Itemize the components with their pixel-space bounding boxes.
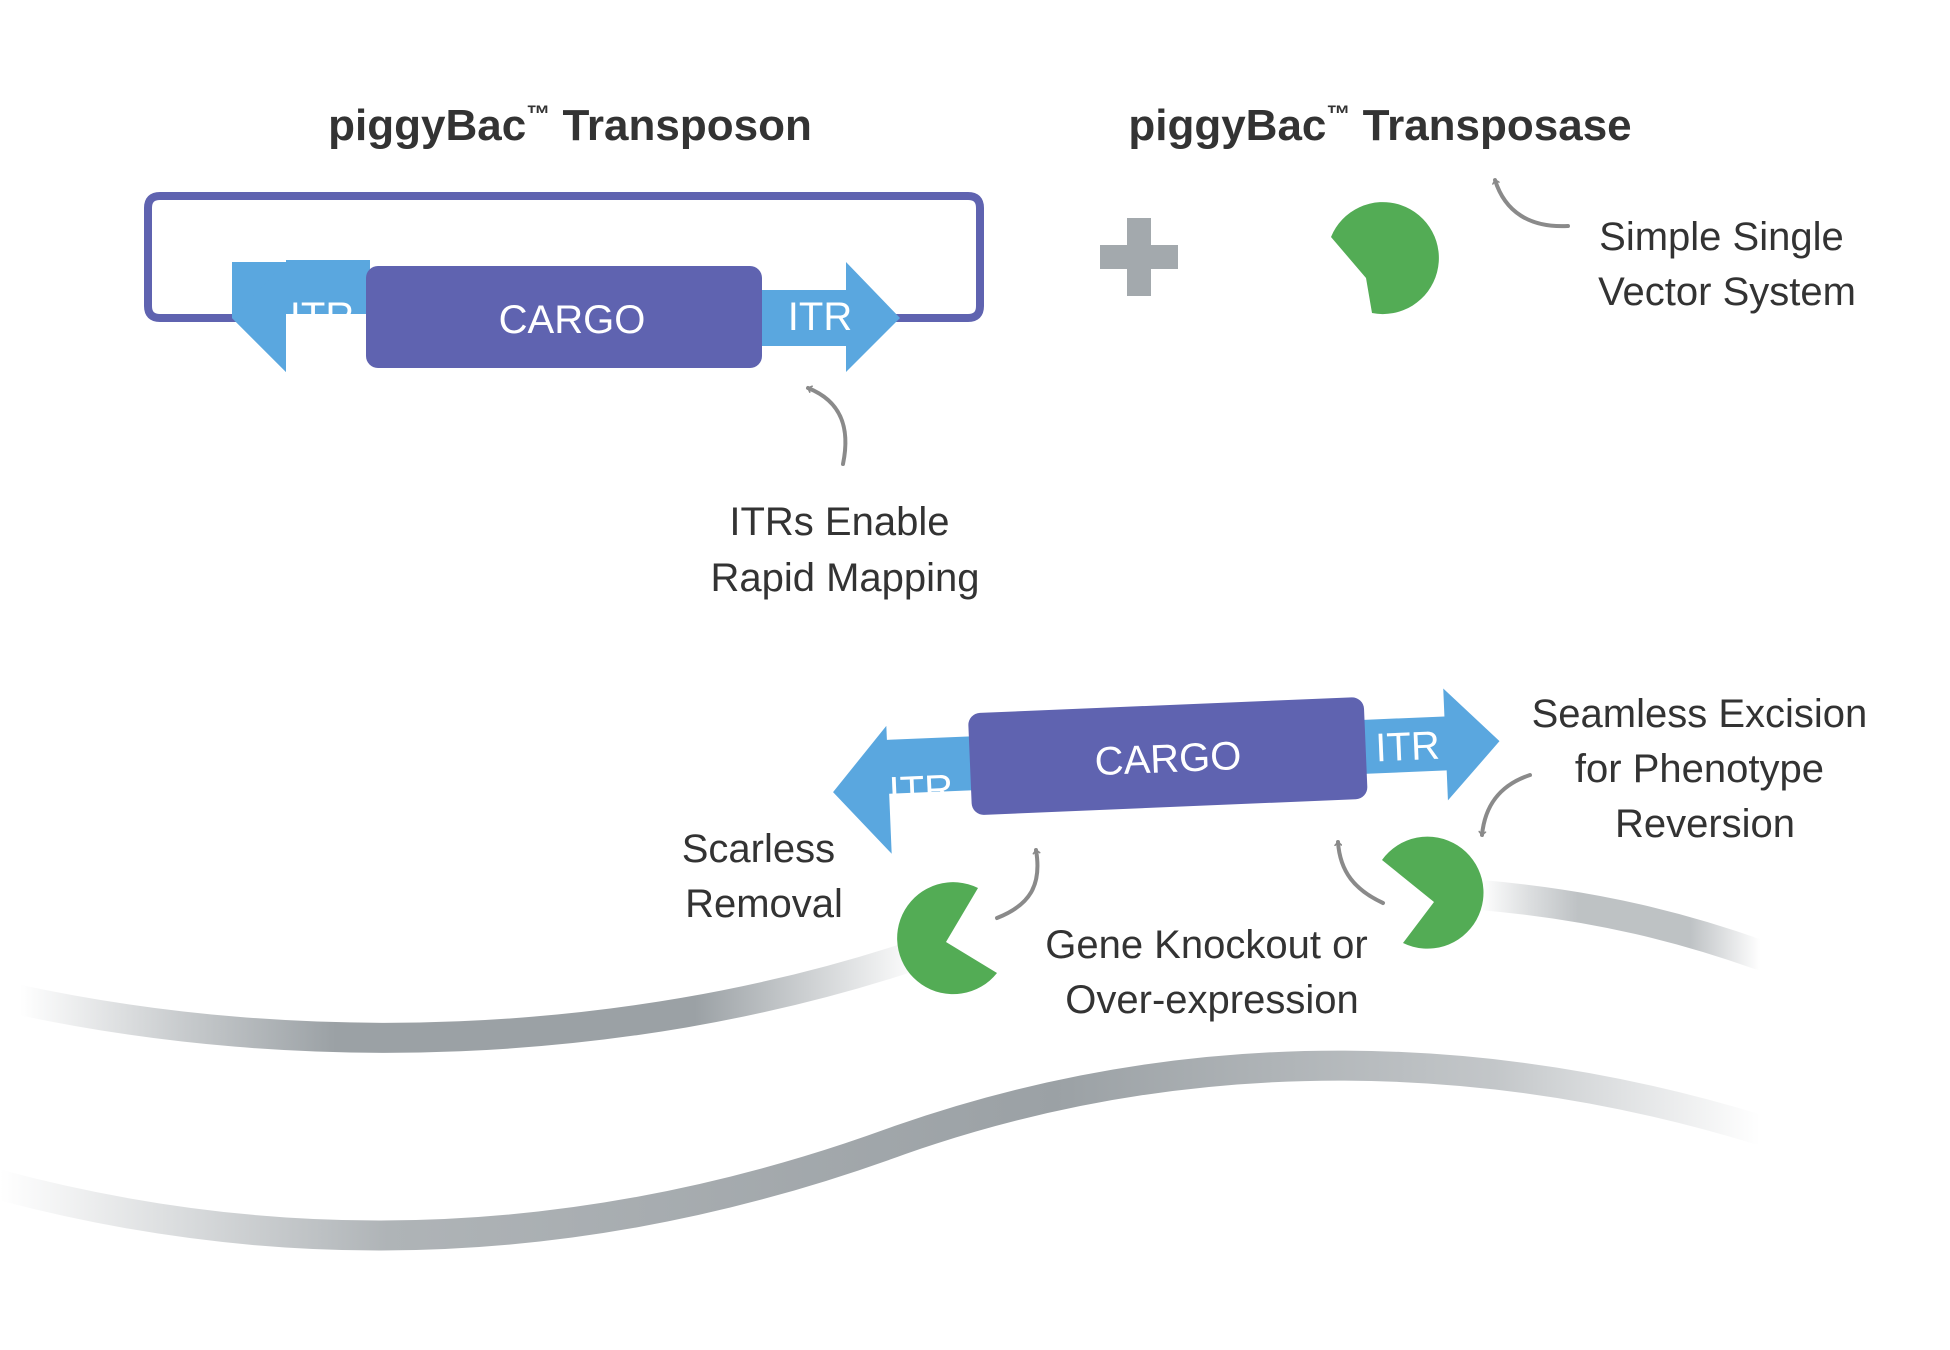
- itr-lower-left-label: ITR: [888, 767, 954, 814]
- pointer-scarless: [995, 848, 1041, 920]
- pointer-simple-single: [1492, 178, 1570, 229]
- plasmid-loop: [144, 192, 984, 322]
- cargo-box-lower: [968, 697, 1368, 815]
- transposase-title: piggyBac™ Transposase: [1128, 101, 1631, 150]
- transposase-right-icon: [1382, 836, 1484, 949]
- dna-strand-lower: [0, 1050, 1775, 1251]
- cargo-box: [366, 266, 762, 368]
- itr-arrow-right: ITR: [760, 262, 900, 372]
- itr-lower-right-label: ITR: [1375, 724, 1441, 771]
- dna-strand-upper-right: [1465, 880, 1775, 970]
- pointer-itrs-enable: [806, 385, 848, 466]
- itr-arrow-left: ITR: [232, 260, 370, 372]
- annotation-seamless: Seamless Excision for Phenotype Reversio…: [1532, 692, 1879, 846]
- transposase-icon: [1331, 202, 1439, 315]
- transposon-plasmid: ITR ITR CARGO: [144, 192, 984, 372]
- transposase-left-icon: [897, 882, 997, 995]
- itr-left-label: ITR: [290, 295, 354, 339]
- annotation-gene-knockout: Gene Knockout or Over-expression: [1045, 923, 1379, 1022]
- integrated-transposon: ITR ITR CARGO: [833, 688, 1500, 854]
- dna-double-strand: [0, 880, 1775, 1251]
- itr-arrow-lower-right: ITR: [1358, 688, 1500, 801]
- pointer-seamless: [1478, 773, 1532, 837]
- plus-icon: [1100, 218, 1178, 296]
- annotation-scarless: Scarless Removal: [682, 827, 847, 926]
- cargo-lower-label: CARGO: [1094, 734, 1242, 784]
- itr-arrow-lower-left: ITR: [833, 725, 977, 854]
- annotation-simple-single: Simple Single Vector System: [1598, 215, 1856, 314]
- pointer-gene-knockout: [1334, 840, 1385, 905]
- itr-right-label: ITR: [788, 295, 852, 339]
- annotation-itrs-enable: ITRs Enable Rapid Mapping: [710, 500, 979, 600]
- transposon-title: piggyBac™ Transposon: [328, 101, 812, 150]
- cargo-label: CARGO: [499, 298, 646, 342]
- dna-strand-upper: [5, 938, 935, 1053]
